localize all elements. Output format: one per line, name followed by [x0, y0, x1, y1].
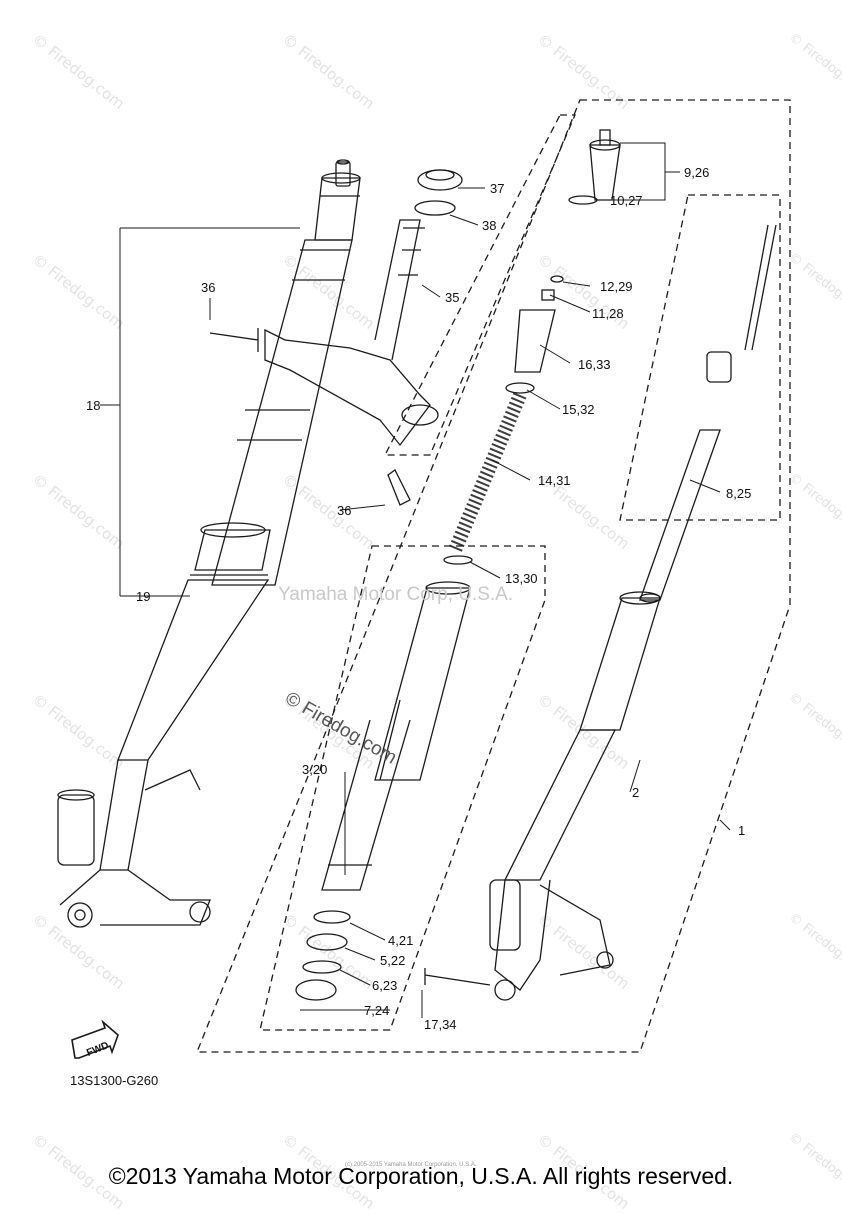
label-part-7-24: 7,24	[364, 1003, 389, 1018]
label-part-14-31: 14,31	[538, 473, 571, 488]
label-part-19: 19	[136, 589, 150, 604]
label-part-18: 18	[86, 398, 100, 413]
label-part-5-22: 5,22	[380, 953, 405, 968]
label-part-3-20: 3,20	[302, 762, 327, 777]
label-part-2: 2	[632, 785, 639, 800]
fork-internals	[295, 129, 777, 1001]
leader-lines	[100, 142, 731, 1018]
left-fork-assembly	[57, 159, 361, 928]
label-part-17-34: 17,34	[424, 1017, 457, 1032]
center-watermark: Yamaha Motor Corp, U.S.A.	[278, 584, 514, 605]
label-part-8-25: 8,25	[726, 486, 751, 501]
label-part-10-27: 10,27	[610, 193, 643, 208]
label-part-38: 38	[482, 218, 496, 233]
assembly-1-dashed-outline	[196, 99, 791, 1053]
label-part-16-33: 16,33	[578, 357, 611, 372]
fwd-label: FWD	[85, 1040, 110, 1059]
part-labels: 1 2 3,20 4,21 5,22 6,23 7,24 8,25 9,26 1…	[85, 165, 751, 1059]
fwd-arrow-icon	[71, 1019, 119, 1059]
label-part-15-32: 15,32	[562, 402, 595, 417]
label-part-37: 37	[490, 181, 504, 196]
copyright-footer: ©2013 Yamaha Motor Corporation, U.S.A. A…	[108, 1163, 734, 1189]
label-part-4-21: 4,21	[388, 933, 413, 948]
steering-stem-assembly	[209, 169, 463, 506]
inner-cylinder-dashed-outline	[383, 114, 576, 456]
label-part-13-30: 13,30	[505, 571, 538, 586]
tiny-note: (c) 2005-2015 Yamaha Motor Corporation, …	[345, 1162, 477, 1168]
label-part-6-23: 6,23	[372, 978, 397, 993]
label-part-36-top: 36	[201, 280, 215, 295]
label-part-1: 1	[738, 823, 745, 838]
label-part-12-29: 12,29	[600, 279, 633, 294]
diagram-code: 13S1300-G260	[70, 1073, 159, 1088]
assembly-3-dashed-outline	[259, 545, 546, 1031]
label-part-36-bottom: 36	[337, 503, 351, 518]
label-part-35: 35	[445, 290, 459, 305]
label-part-11-28: 11,28	[592, 306, 624, 321]
label-part-9-26: 9,26	[684, 165, 709, 180]
damper-rod-dashed-outline	[619, 194, 781, 521]
